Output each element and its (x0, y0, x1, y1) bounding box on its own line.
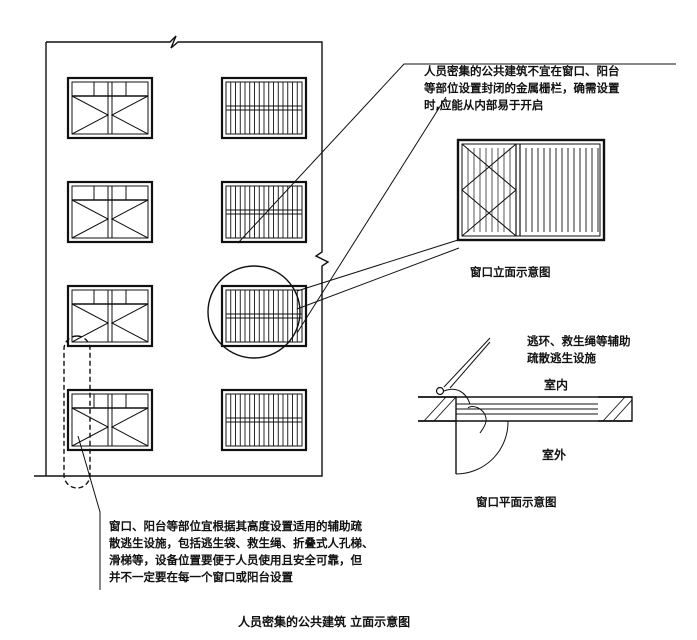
magnifier-circle (207, 265, 301, 359)
note-metal-grille: 人员密集的公共建筑不宜在窗口、阳台 等部位设置封闭的金属栅栏，确需设置 时,应能… (424, 64, 620, 112)
metal-grille-window (220, 284, 308, 348)
window-plan-wall (418, 386, 633, 475)
metal-grille-window (220, 388, 308, 452)
building-outline (34, 35, 330, 477)
caption-window-elevation: 窗口立面示意图 (470, 265, 551, 279)
figure-title: 人员密集的公共建筑 立面示意图 (238, 615, 411, 629)
label-indoor: 室内 (544, 378, 569, 392)
escape-equipment-dashed-outline (63, 335, 91, 489)
note-rescue-equipment: 逃环、救生绳等辅助 疏散逃生设施 (527, 334, 631, 365)
window-elevation-detail (456, 138, 606, 242)
casement-window (66, 180, 154, 244)
caption-window-plan: 窗口平面示意图 (476, 495, 557, 509)
casement-window (66, 284, 154, 348)
callout-leaders (77, 63, 676, 590)
note-escape-facilities: 窗口、阳台等部位宜根据其高度设置适用的辅助疏 散逃生设施，包括逃生袋、救生绳、折… (109, 519, 374, 584)
label-outdoor: 室外 (542, 448, 567, 462)
metal-grille-window (220, 180, 308, 244)
casement-window (66, 76, 154, 140)
metal-grille-window (220, 76, 308, 140)
casement-window (66, 388, 154, 452)
